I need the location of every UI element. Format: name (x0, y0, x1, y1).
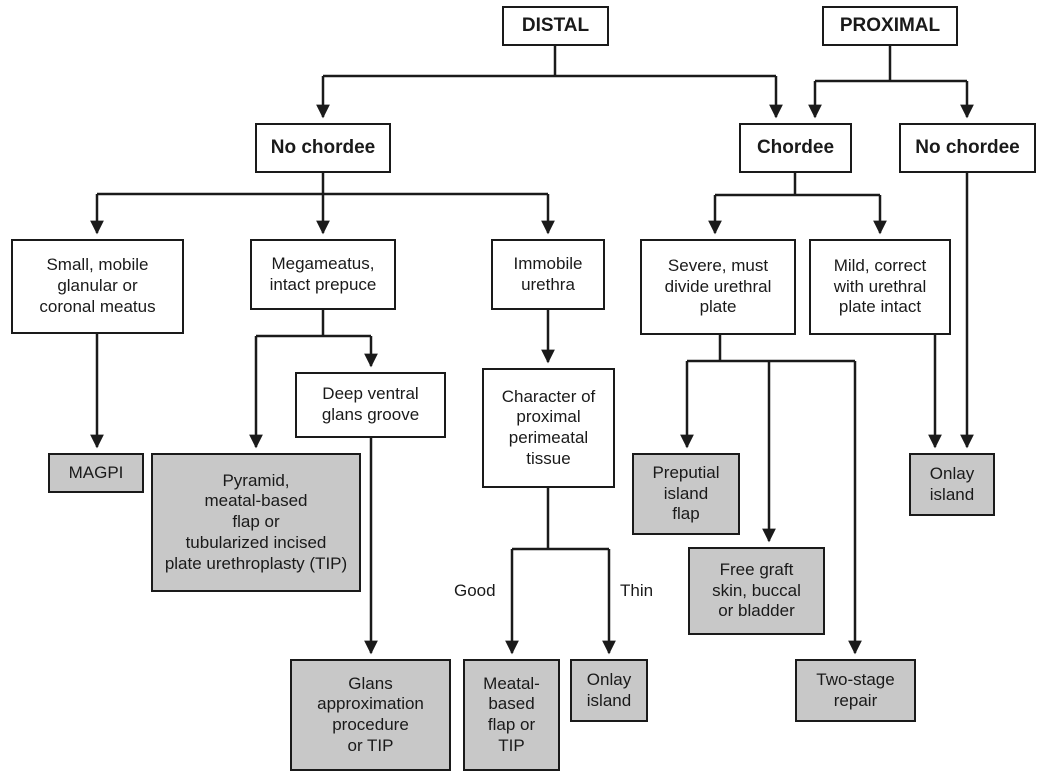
connector-proximal-split (815, 44, 967, 83)
node-proximal: PROXIMAL (822, 6, 958, 46)
connector-severe-split (687, 334, 855, 363)
node-distal: DISTAL (502, 6, 609, 46)
node-character: Character of proximal perimeatal tissue (482, 368, 615, 488)
connector-character-split (512, 487, 609, 551)
connector-distal-split (323, 44, 776, 78)
edge-label-good: Good (454, 581, 496, 600)
node-glans-approx: Glans approximation procedure or TIP (290, 659, 451, 771)
node-two-stage: Two-stage repair (795, 659, 916, 722)
node-onlay-mid: Onlay island (570, 659, 648, 722)
node-severe: Severe, must divide urethral plate (640, 239, 796, 335)
node-meatal-based: Meatal- based flap or TIP (463, 659, 560, 771)
node-deep-ventral: Deep ventral glans groove (295, 372, 446, 438)
node-onlay-right: Onlay island (909, 453, 995, 516)
node-pyramid: Pyramid, meatal-based flap or tubularize… (151, 453, 361, 592)
node-mild: Mild, correct with urethral plate intact (809, 239, 951, 335)
connector-megameatus-split (256, 309, 371, 338)
node-chordee: Chordee (739, 123, 852, 173)
node-megameatus: Megameatus, intact prepuce (250, 239, 396, 310)
connector-no-chordee-split (97, 172, 548, 196)
connector-chordee-split (715, 172, 880, 197)
node-free-graft: Free graft skin, buccal or bladder (688, 547, 825, 635)
node-no-chordee-proximal: No chordee (899, 123, 1036, 173)
node-small-mobile: Small, mobile glanular or coronal meatus (11, 239, 184, 334)
node-immobile: Immobile urethra (491, 239, 605, 310)
node-preputial: Preputial island flap (632, 453, 740, 535)
edge-label-thin: Thin (620, 581, 654, 600)
node-no-chordee-distal: No chordee (255, 123, 391, 173)
node-magpi: MAGPI (48, 453, 144, 493)
